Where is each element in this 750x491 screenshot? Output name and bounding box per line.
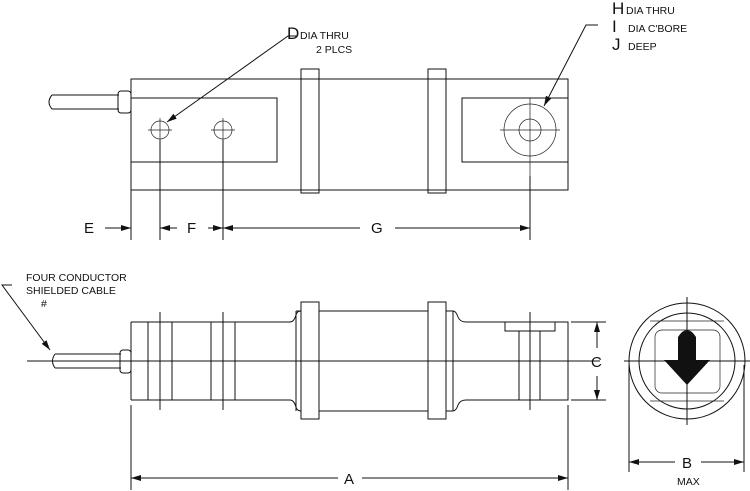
- dim-b-note: MAX: [677, 476, 700, 488]
- d-letter: D: [287, 24, 299, 43]
- end-view: B MAX: [624, 297, 750, 488]
- mount-hole-1: [148, 118, 172, 142]
- dim-f-label: F: [187, 220, 196, 237]
- d-text: DIA THRU: [300, 30, 349, 42]
- cable-top: [48, 94, 119, 110]
- dim-c-label: C: [591, 354, 602, 371]
- dim-b-label: B: [682, 455, 692, 472]
- cable-line2: SHIELDED CABLE: [26, 285, 116, 297]
- h-letter: H: [612, 0, 624, 18]
- mount-hole-2: [211, 118, 235, 142]
- cable-leader: [1, 284, 51, 351]
- hij-leader: [543, 24, 598, 107]
- counterbore-hole: [500, 98, 560, 176]
- d-leader: [166, 35, 296, 123]
- dim-g-label: G: [371, 220, 383, 237]
- body-right-side: [446, 310, 569, 412]
- top-view: E F G D DIA THRU 2 PLCS H DIA THRU I DIA…: [48, 0, 687, 240]
- body-top: [130, 78, 569, 191]
- dim-e-label: E: [84, 220, 94, 237]
- side-view: C A FOUR CONDUCTOR SHIELDED CABLE #: [1, 272, 606, 490]
- end-crosshair: [624, 297, 750, 425]
- cable-line1: FOUR CONDUCTOR: [26, 272, 127, 284]
- j-letter: J: [612, 35, 621, 54]
- right-pocket: [461, 97, 569, 163]
- hole-hidden-lines-left: [147, 312, 236, 410]
- j-text: DEEP: [628, 41, 657, 53]
- h-text: DIA THRU: [626, 5, 675, 17]
- clamp-band-left-top: [300, 68, 320, 194]
- left-pocket: [130, 97, 278, 163]
- body-mid-side: [319, 310, 428, 412]
- cable-nut-top: [117, 90, 132, 114]
- steps-side: [295, 310, 454, 411]
- hole-hidden-lines-right: [518, 312, 541, 410]
- clamp-band-right-top: [427, 68, 447, 194]
- clamp-band-right-side: [427, 301, 447, 420]
- clamp-band-left-side: [300, 301, 320, 420]
- cable-mark: #: [41, 298, 47, 310]
- extension-lines-top: [130, 140, 531, 240]
- cable-side: [52, 353, 121, 369]
- i-letter: I: [612, 17, 617, 36]
- dim-a-label: A: [344, 471, 354, 488]
- d-sub: 2 PLCS: [316, 44, 352, 56]
- i-text: DIA C'BORE: [628, 23, 687, 35]
